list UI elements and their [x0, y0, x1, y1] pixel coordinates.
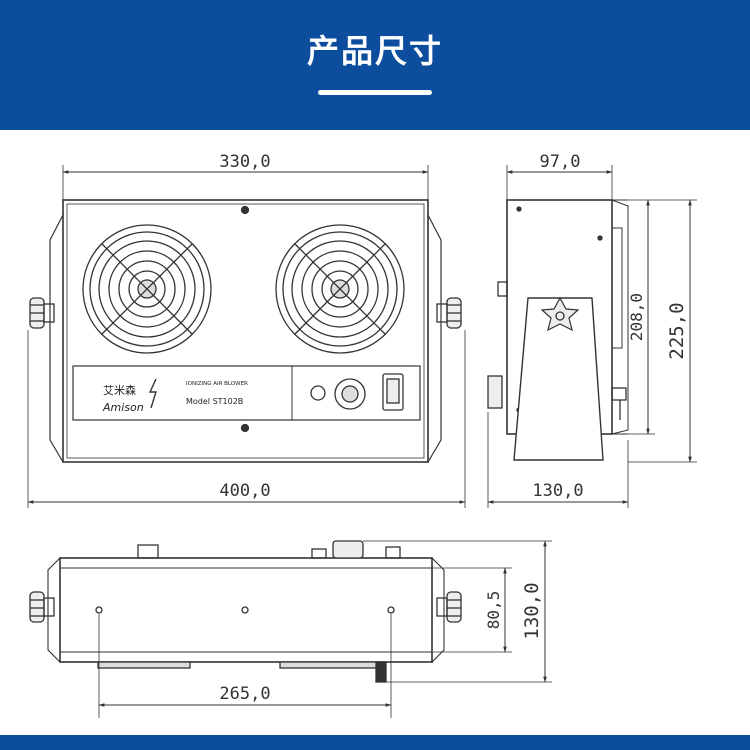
dim-400: 400,0 — [219, 481, 270, 501]
side-view — [487, 165, 629, 461]
bottom-view — [29, 540, 462, 718]
left-knob — [29, 297, 55, 329]
front-view — [29, 165, 462, 463]
fan-guard-right — [275, 224, 405, 354]
page-title: 产品尺寸 — [306, 32, 443, 70]
dim-265: 265,0 — [219, 684, 270, 704]
right-knob — [436, 297, 462, 329]
title-underline — [318, 90, 432, 95]
dim-208: 208,0 — [627, 293, 646, 341]
dim-130-side: 130,0 — [532, 481, 583, 501]
product-line-label: IONIZING AIR BLOWER — [186, 381, 248, 387]
dim-97: 97,0 — [540, 152, 581, 172]
model-label: Model ST102B — [186, 397, 243, 406]
footer-bar — [0, 735, 750, 750]
dim-225: 225,0 — [666, 302, 688, 359]
fan-guard-left — [82, 224, 212, 354]
header-banner: 产品尺寸 — [0, 0, 750, 130]
dim-330: 330,0 — [219, 152, 270, 172]
dim-80-5: 80,5 — [484, 591, 503, 630]
front-panel-text: 艾米森 Amison IONIZING AIR BLOWER Model ST1… — [102, 381, 248, 414]
brand-en-label: Amison — [102, 401, 144, 414]
brand-cn-label: 艾米森 — [103, 383, 136, 397]
dim-130-bottom: 130,0 — [521, 582, 543, 639]
